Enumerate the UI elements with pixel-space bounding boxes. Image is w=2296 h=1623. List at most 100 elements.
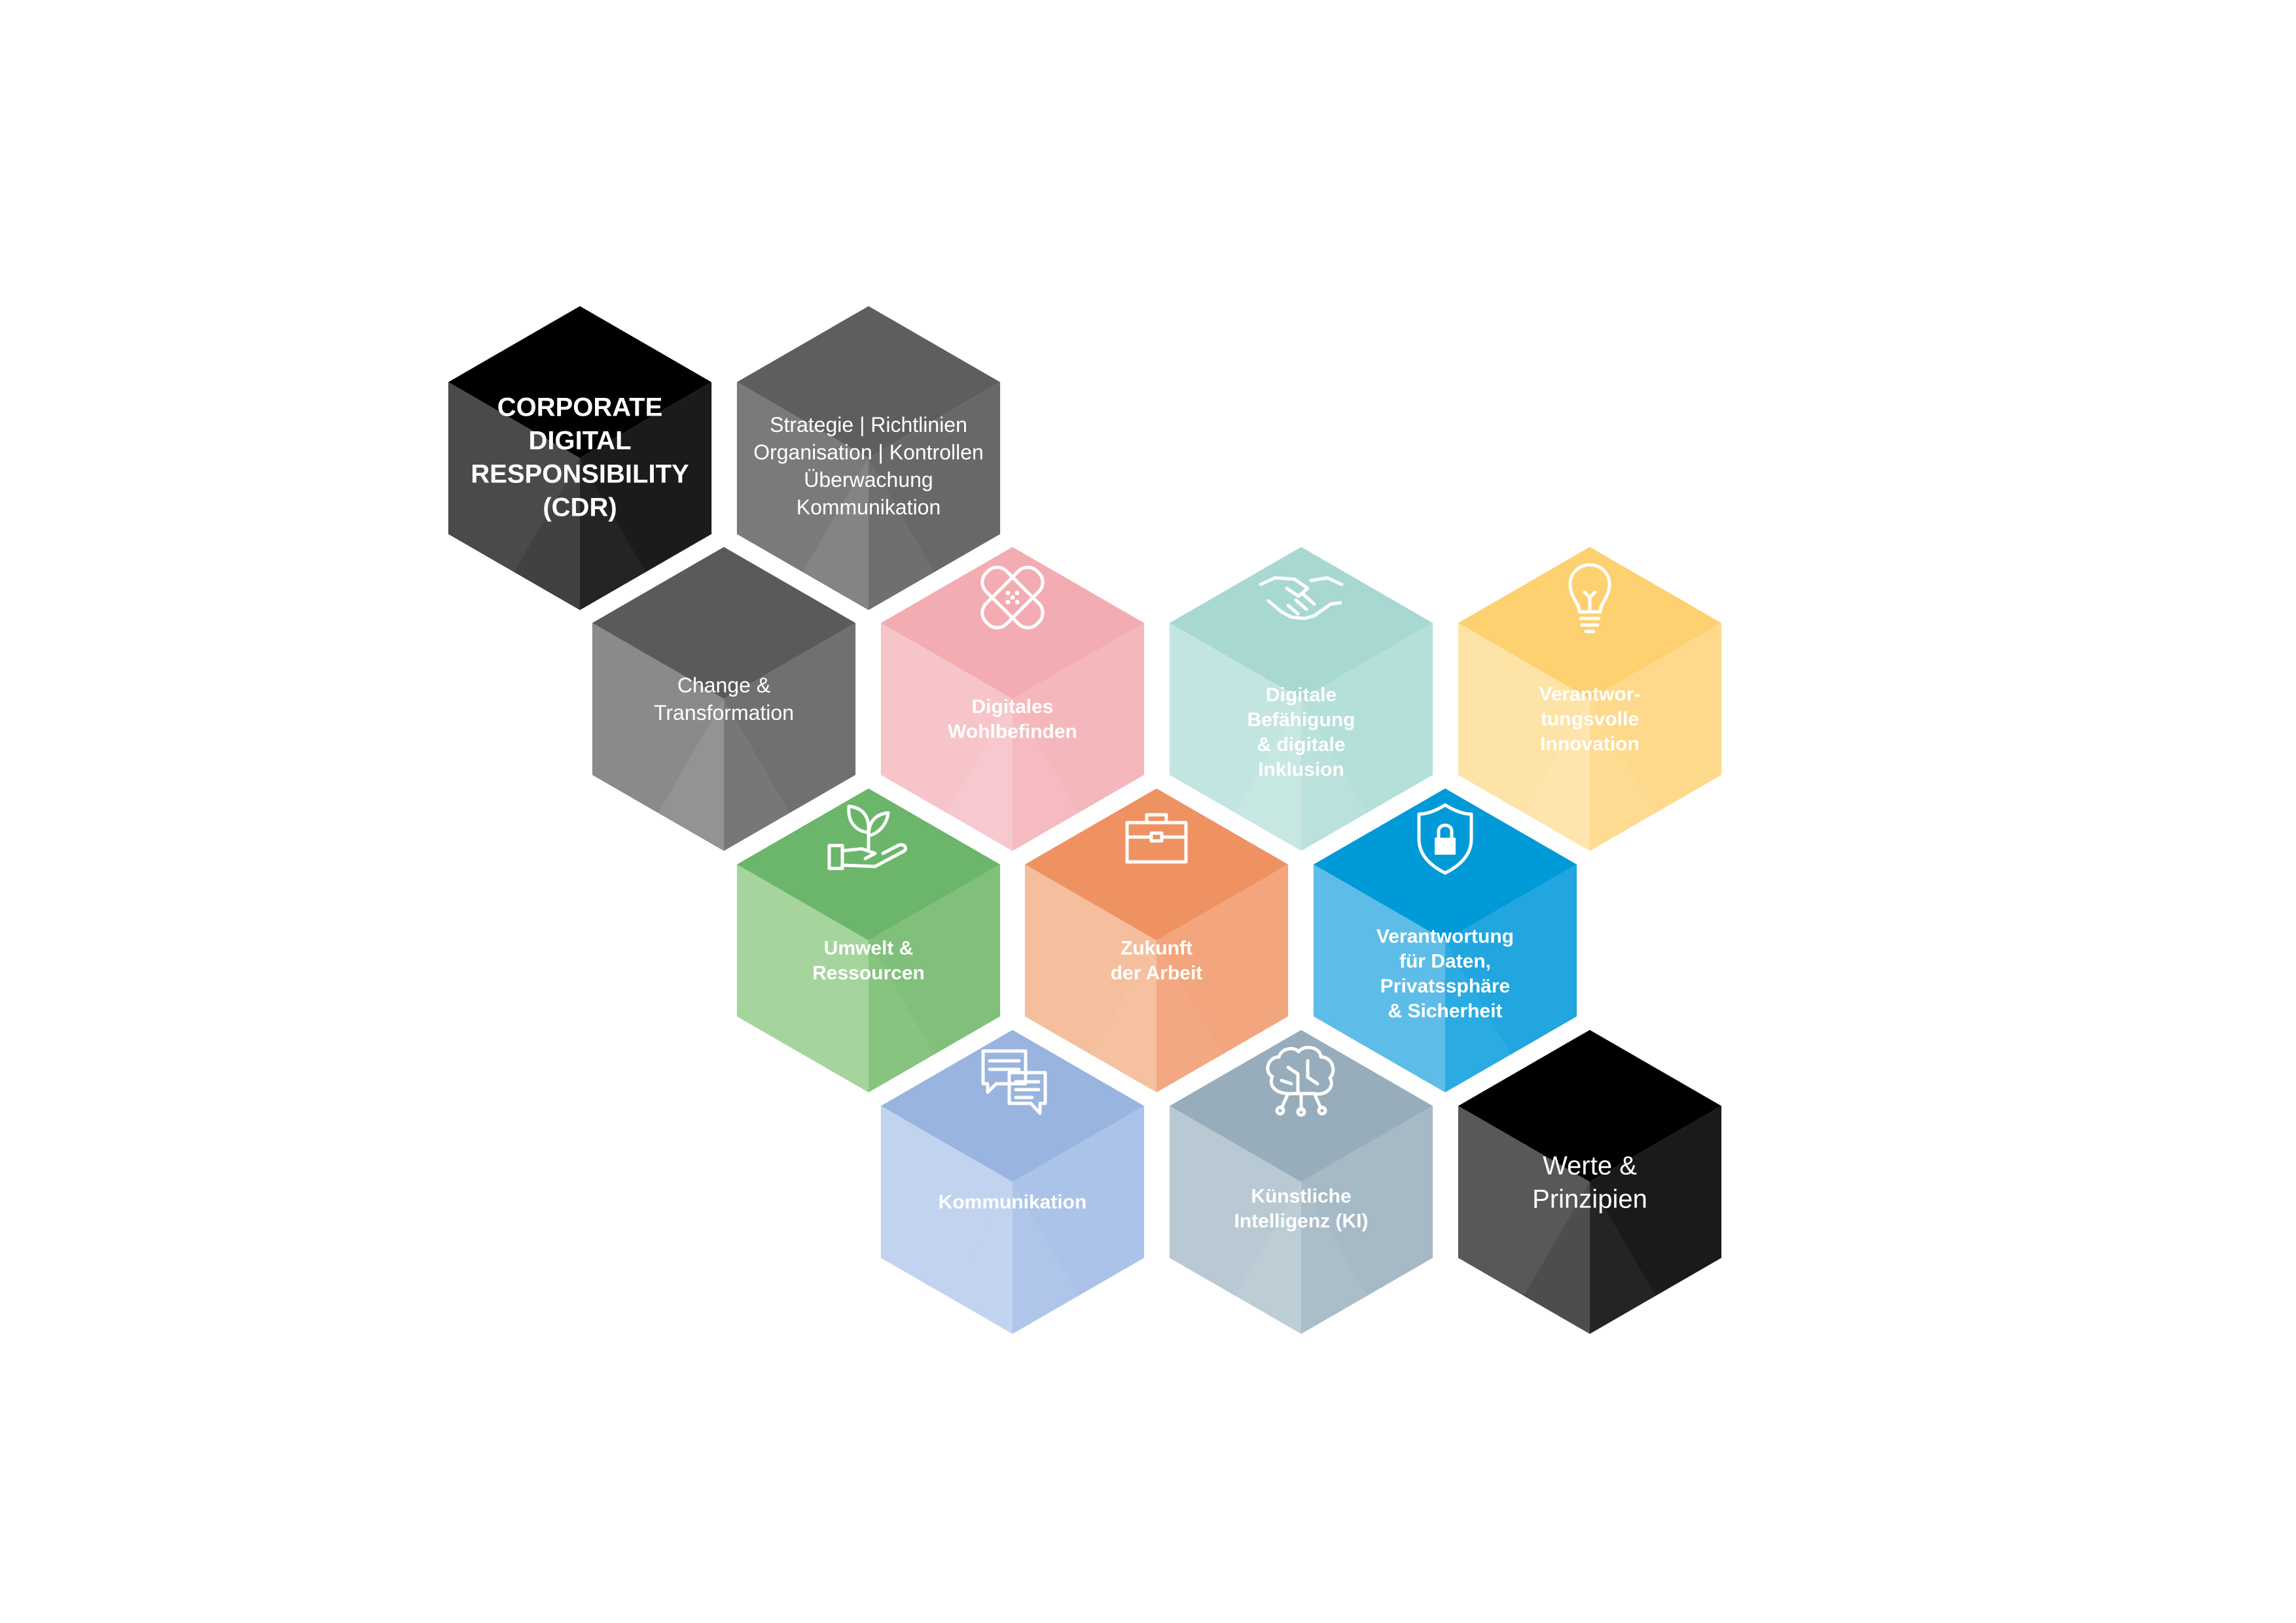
hexagon-label-line: & digitale (1257, 734, 1345, 756)
hexagon-facet (1088, 940, 1157, 1096)
hexagon-label: Umwelt & Ressourcen (812, 938, 925, 984)
chat-bubbles-icon (981, 1049, 1047, 1115)
hexagon-label: Change & Transformation (654, 673, 794, 724)
hexagon-facet (869, 940, 937, 1096)
hexagon-outline (874, 539, 1151, 859)
hexagon-label-line: Organisation | Kontrollen (753, 440, 984, 464)
briefcase-icon (1125, 813, 1188, 864)
hexagon-label-line: Künstliche (1251, 1186, 1351, 1207)
shield-lock-icon (1417, 803, 1473, 875)
hexagon-outline (1162, 539, 1440, 859)
hexagon-label-line: RESPONSIBILITY (471, 460, 689, 489)
hexagon-label-line: Kommunikation (797, 495, 941, 519)
hexagon-facet (1590, 699, 1658, 855)
hexagon-facet (944, 1182, 1013, 1338)
hexagon-face-top (733, 302, 1004, 458)
hexagon-label-line: Kommunikation (939, 1192, 1087, 1213)
hexagon-label-line: DIGITAL (528, 427, 631, 455)
hexagon-facet (656, 699, 724, 855)
hexagon-label: Zukunft der Arbeit (1111, 938, 1203, 984)
hexagon-werte: Werte & Prinzipien (1451, 1022, 1729, 1342)
hexagon-label-line: Befähigung (1247, 709, 1355, 731)
hexagon-label-line: Prinzipien (1532, 1185, 1647, 1214)
hexagon-facet (1301, 699, 1369, 855)
hexagon-label: Kommunikation (939, 1192, 1087, 1213)
hexagon-facet (724, 699, 792, 855)
hexagon-arbeit: Zukunft der Arbeit (1018, 781, 1295, 1100)
hexagon-label-line: CORPORATE (497, 393, 663, 422)
hexagon-label-line: Transformation (654, 701, 794, 724)
hexagon-outline (585, 539, 863, 859)
lightbulb-icon (1568, 563, 1611, 633)
hexagon-outline (1306, 781, 1584, 1100)
hexagon-label-line: Wohlbefinden (948, 721, 1077, 743)
hexagon-facet (869, 458, 937, 614)
hexagon-outline (1451, 1022, 1729, 1342)
bandage-icon (980, 565, 1045, 630)
hexagon-daten: Verantwortung für Daten, Privatssphäre & Si… (1306, 781, 1584, 1100)
hexagon-facet (800, 458, 869, 614)
hexagon-label-line: Überwachung (804, 468, 933, 491)
hexagon-outline (1162, 1022, 1440, 1342)
hexagon-label-line: der Arbeit (1111, 963, 1203, 984)
hexagon-facet (1590, 1182, 1658, 1338)
hexagon-facet (944, 699, 1013, 855)
hexagon-label-line: Zukunft (1121, 938, 1193, 959)
hexagon-label-line: Privatssphäre (1380, 976, 1510, 997)
hexagon-facet (1013, 1182, 1081, 1338)
hexagon-label-line: Inklusion (1258, 759, 1344, 781)
hexagon-facet (1301, 1182, 1369, 1338)
hexagon-label-line: Strategie | Richtlinien (770, 413, 967, 437)
hexagon-label-line: Umwelt & (824, 938, 914, 959)
hexagon-facet (800, 940, 869, 1096)
hexagon-label-line: Digitale (1266, 685, 1336, 706)
hexagon-face-top (877, 543, 1148, 699)
hexagon-label-line: Digitales (971, 696, 1053, 718)
hexagon-label-line: Change & (677, 673, 770, 697)
hexagon-label: CORPORATE DIGITAL RESPONSIBILITY (CDR) (471, 393, 689, 522)
hexagon-label-line: tungsvolle (1541, 709, 1639, 730)
hexagon-label-line: & Sicherheit (1388, 1001, 1502, 1022)
hexagon-facet (1445, 940, 1513, 1096)
hexagon-facet (1233, 1182, 1301, 1338)
hexagon-outline (1451, 539, 1729, 859)
hexagon-face-top (733, 785, 1004, 940)
hexagon-outline (1018, 781, 1295, 1100)
hexagon-label-line: Ressourcen (812, 963, 925, 984)
brain-circuit-icon (1266, 1046, 1335, 1117)
hexagon-facet (580, 458, 648, 614)
hexagon-facet (512, 458, 580, 614)
hexagon-label-line: Werte & (1543, 1152, 1637, 1181)
hexagon-facet (1522, 699, 1590, 855)
hexagon-facet (1522, 1182, 1590, 1338)
hexagon-facet (1377, 940, 1445, 1096)
hexagon-outline (730, 781, 1007, 1100)
hexagon-umwelt: Umwelt & Ressourcen (730, 781, 1007, 1100)
hexagon-outline (730, 298, 1007, 618)
hexagon-label-line: Innovation (1540, 734, 1640, 755)
handshake-icon (1259, 576, 1344, 620)
plant-hand-icon (827, 804, 908, 870)
hexagon-kommunikation: Kommunikation (874, 1022, 1151, 1342)
hexagon-facet (1233, 699, 1301, 855)
hexagon-facet (1157, 940, 1225, 1096)
hexagon-label: Verantwortung für Daten, Privatssphäre & Si… (1376, 926, 1514, 1022)
hexagon-label-line: Verantwortung (1376, 926, 1514, 948)
hexagon-label-line: (CDR) (543, 493, 617, 522)
hexagon-outline (874, 1022, 1151, 1342)
hexagon-cdr: CORPORATE DIGITAL RESPONSIBILITY (CDR) (441, 298, 719, 618)
hexagon-label-line: für Daten, (1399, 951, 1491, 972)
hexagon-label-line: Intelligenz (KI) (1234, 1211, 1369, 1232)
hexagon-label: Werte & Prinzipien (1532, 1152, 1647, 1214)
